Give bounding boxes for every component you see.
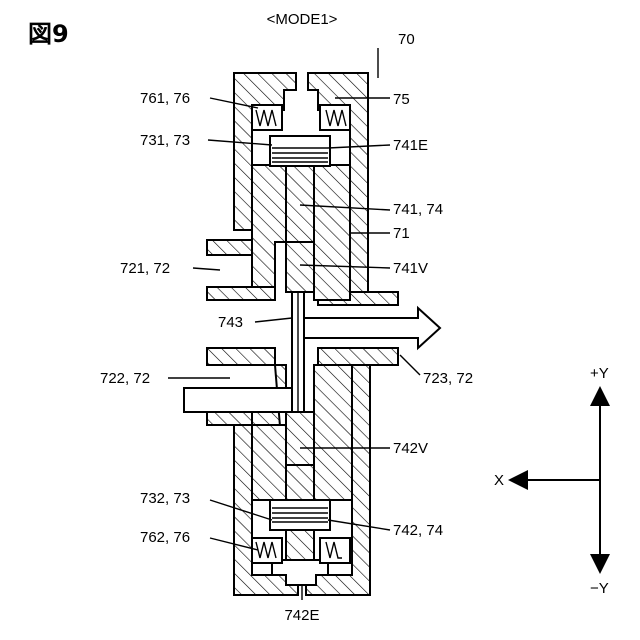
label-71: 71 — [393, 225, 410, 242]
label-762: 762, 76 — [140, 529, 190, 546]
label-741E: 741E — [393, 137, 428, 154]
mode-label: <MODE1> — [267, 11, 338, 28]
label-741V: 741V — [393, 260, 428, 277]
spring-761 — [252, 105, 350, 130]
label-742V: 742V — [393, 440, 428, 457]
label-742: 742, 74 — [393, 522, 443, 539]
flow-arrow-out — [304, 308, 440, 348]
axis-minus-y: −Y — [590, 580, 609, 597]
flow-arrow-in — [184, 388, 292, 412]
disc-spring-731 — [270, 136, 330, 166]
label-75: 75 — [393, 91, 410, 108]
label-731: 731, 73 — [140, 132, 190, 149]
disc-spring-732 — [270, 500, 330, 530]
axis-plus-y: +Y — [590, 365, 609, 382]
label-70: 70 — [398, 31, 415, 48]
label-741: 741, 74 — [393, 201, 443, 218]
label-742E: 742E — [284, 607, 319, 624]
figure-label: 図9 — [28, 20, 69, 48]
label-721: 721, 72 — [120, 260, 170, 277]
axes-indicator: +Y −Y X — [494, 365, 609, 597]
label-723: 723, 72 — [423, 370, 473, 387]
label-761: 761, 76 — [140, 90, 190, 107]
spool-upper-741 — [252, 165, 350, 300]
axis-x: X — [494, 472, 504, 489]
label-743: 743 — [218, 314, 243, 331]
label-722: 722, 72 — [100, 370, 150, 387]
label-732: 732, 73 — [140, 490, 190, 507]
shaft-743 — [292, 292, 304, 412]
